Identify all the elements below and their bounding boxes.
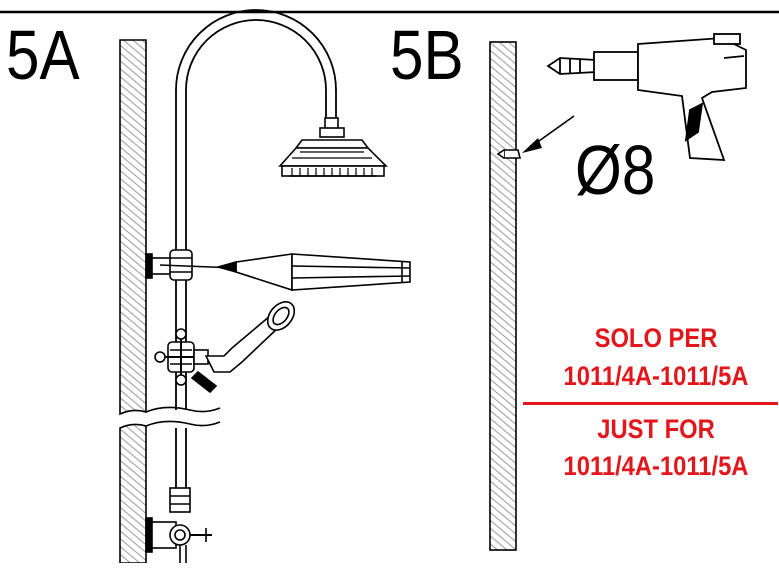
note-english-heading: JUST FOR [597, 414, 715, 444]
pencil [159, 253, 411, 292]
shower-head [278, 117, 388, 177]
drill-icon [546, 33, 747, 161]
lower-mixer [145, 487, 212, 563]
wall-5a [119, 39, 147, 564]
note-divider [523, 402, 778, 405]
break-lines [145, 406, 221, 427]
note-english-models: 1011/4A-1011/5A [563, 451, 749, 481]
drill-hole [496, 149, 522, 159]
shower-column [175, 9, 337, 490]
diverter-valve [154, 328, 209, 386]
hand-shower [190, 301, 296, 394]
step-5a-label: 5A [6, 16, 80, 94]
drill-diameter-label: Ø8 [575, 131, 656, 209]
note-italian-models: 1011/4A-1011/5A [563, 361, 749, 391]
wall-5b [489, 41, 517, 551]
pointer-arrow [522, 115, 575, 153]
step-5b-label: 5B [390, 16, 464, 94]
note-italian-heading: SOLO PER [594, 323, 718, 353]
